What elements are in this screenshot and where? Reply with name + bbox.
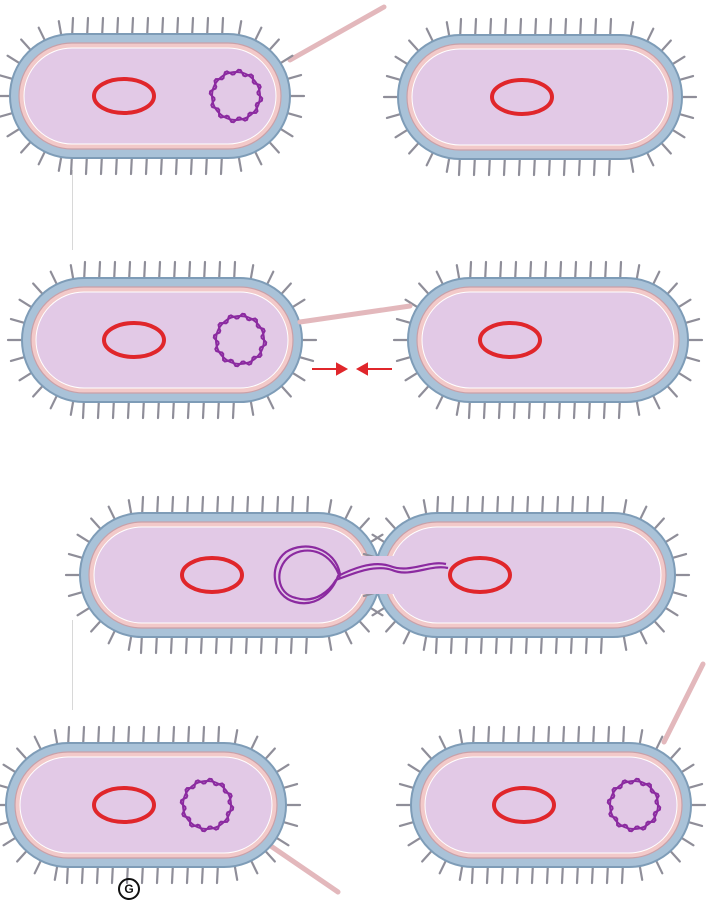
plasmid-strand (212, 312, 268, 368)
plasmid (179, 777, 235, 833)
cytoplasm (93, 526, 367, 624)
chromosome (490, 78, 554, 116)
sex-pilus (287, 4, 387, 63)
donor-cell (0, 16, 306, 176)
divider-line-bottom (72, 620, 73, 710)
former-donor-cell (0, 725, 302, 885)
plasmid-strand (179, 777, 235, 833)
recipient-cell (392, 260, 704, 420)
chromosome (180, 556, 244, 594)
chromosome (478, 321, 542, 359)
chromosome (92, 786, 156, 824)
sex-pilus (297, 303, 413, 325)
corner-mark: G (118, 878, 140, 900)
stage-3 (64, 495, 691, 655)
cytoplasm (411, 48, 669, 146)
transferring-plasmid (273, 545, 449, 605)
cytoplasm (23, 47, 277, 145)
stage-2 (6, 260, 704, 420)
divider-line-top (72, 170, 73, 250)
cytoplasm (421, 291, 675, 389)
stage-1 (0, 4, 698, 177)
cytoplasm (424, 756, 678, 854)
arrowhead-right (336, 362, 349, 376)
plasmid-strand (606, 777, 662, 833)
plasmid-strand (208, 68, 264, 124)
chromosome (448, 556, 512, 594)
chromosome (492, 786, 556, 824)
plasmid (208, 68, 264, 124)
new-donor-cell (395, 725, 707, 885)
plasmid (606, 777, 662, 833)
plasmid (212, 312, 268, 368)
sex-pilus (661, 661, 706, 745)
recipient-cell (382, 17, 698, 177)
conjugation-bridge (350, 556, 406, 594)
stage-4 (0, 661, 707, 895)
donor-cell (6, 260, 318, 420)
chromosome (92, 77, 156, 115)
attraction-arrows (312, 362, 392, 376)
donor-cell (64, 495, 396, 655)
recipient-cell (359, 495, 691, 655)
cytoplasm (388, 526, 662, 624)
plasmid-strand (273, 545, 447, 605)
cytoplasm (19, 756, 273, 854)
chromosome (102, 321, 166, 359)
sex-pilus (259, 837, 341, 895)
plasmid-strand (278, 549, 449, 601)
arrowhead-left (355, 362, 368, 376)
